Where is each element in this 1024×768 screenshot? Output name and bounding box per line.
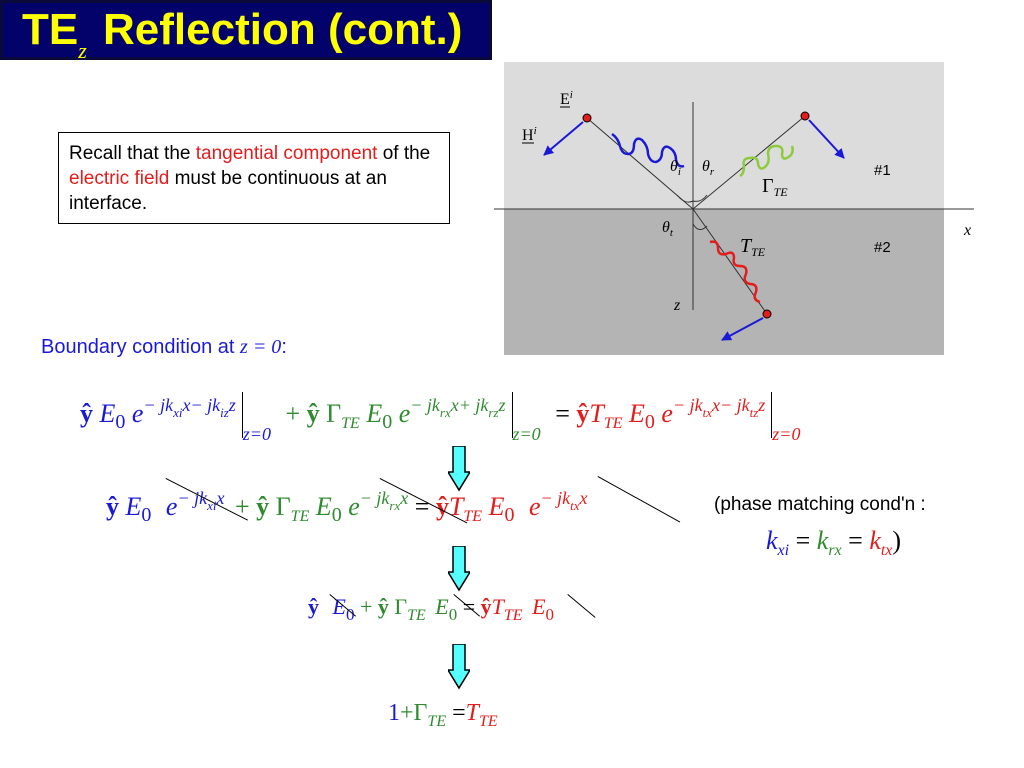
transmitted-wave [709,240,761,304]
reflected-h-arrow [808,119,845,159]
region-1-label: #1 [874,162,891,179]
strike-e0-transmitted [567,594,596,618]
theta-t-label: θt [662,219,674,239]
gamma-te-label: ΓTE [762,175,788,199]
incident-source-dot [582,113,592,123]
theta-i-label: θi [670,158,681,178]
reflection-diagram: Ei Hi θi θr θt ΓTE TTE #1 #2 x z [494,62,974,355]
theta-i-arc [676,194,694,203]
x-axis-label: x [963,222,971,239]
incident-wave [611,132,685,168]
slide-title: TEz Reflection (cont.) [22,5,463,63]
region-2-label: #2 [874,239,891,256]
equation-2: ŷ E0 e− jkxix + ŷ ΓTE E0 e− jkrxx = ŷTTE… [106,488,588,526]
theta-r-label: θr [702,158,715,178]
incident-h-arrow [543,121,584,156]
reflected-end-dot [800,111,810,121]
boundary-condition-heading: Boundary condition at z = 0: [41,336,287,358]
incident-ray [586,117,694,210]
h-incident-label: Hi [522,125,537,144]
reflected-ray [692,115,806,210]
equation-3: ŷ E0 + ŷ ΓTE E0 = ŷTTE E0 [308,594,555,624]
recall-note-box: Recall that the tangential component of … [58,132,450,224]
strike-transmitted-exp [597,476,681,523]
tau-te-label: TTE [740,235,766,259]
down-arrow-2-icon [448,546,470,592]
z-axis-label: z [673,297,681,314]
title-bar: TEz Reflection (cont.) [0,0,492,63]
phase-matching-equation: kxi = krx = ktx) [766,526,902,559]
down-arrow-3-icon [448,644,470,690]
transmitted-end-dot [762,309,772,319]
theta-t-arc [692,223,708,230]
reflected-wave [739,144,794,178]
transmitted-h-arrow [721,317,764,341]
phase-matching-note: (phase matching cond'n : [714,494,926,515]
down-arrow-1-icon [448,446,470,492]
region-2-area [504,209,944,355]
region-1-area [504,62,944,209]
final-equation: 1+ΓTE =TTE [388,700,498,730]
equation-1: ŷ E0 e− jkxix− jkizzz=0 + ŷ ΓTE E0 e− jk… [80,392,808,445]
e-incident-label: Ei [560,89,573,108]
theta-r-arc [692,194,708,202]
